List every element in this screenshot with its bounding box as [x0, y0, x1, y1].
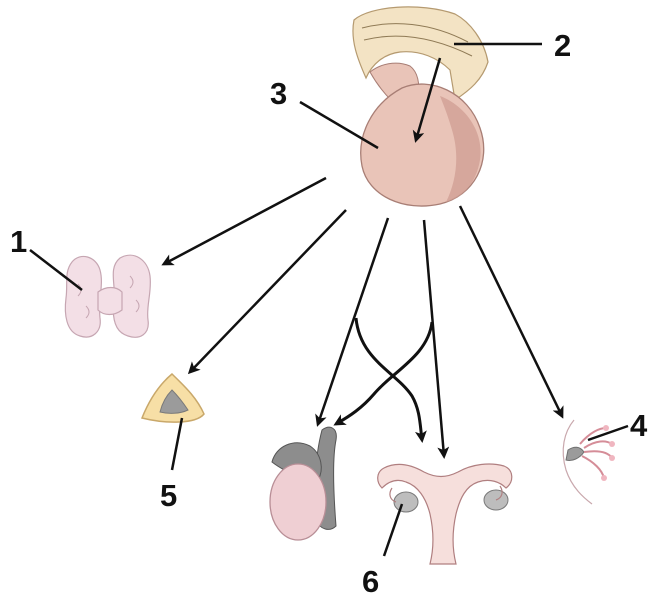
- leader-line-5: [172, 418, 182, 470]
- arrow-to-mammary: [460, 206, 562, 416]
- label-5: 5: [160, 478, 177, 513]
- arrow-to-adrenal: [190, 210, 346, 372]
- pituitary-gland-icon: [353, 7, 488, 206]
- label-3: 3: [270, 76, 287, 111]
- arrow-to-thyroid: [164, 178, 326, 264]
- thyroid-gland-icon: [65, 255, 150, 337]
- label-6: 6: [362, 564, 379, 599]
- label-4: 4: [630, 408, 648, 443]
- leader-line-6: [384, 504, 402, 556]
- adrenal-gland-icon: [142, 374, 204, 422]
- label-2: 2: [554, 28, 571, 63]
- arrow-to-testis: [318, 218, 388, 424]
- label-1: 1: [10, 224, 27, 259]
- testis-icon: [270, 427, 336, 540]
